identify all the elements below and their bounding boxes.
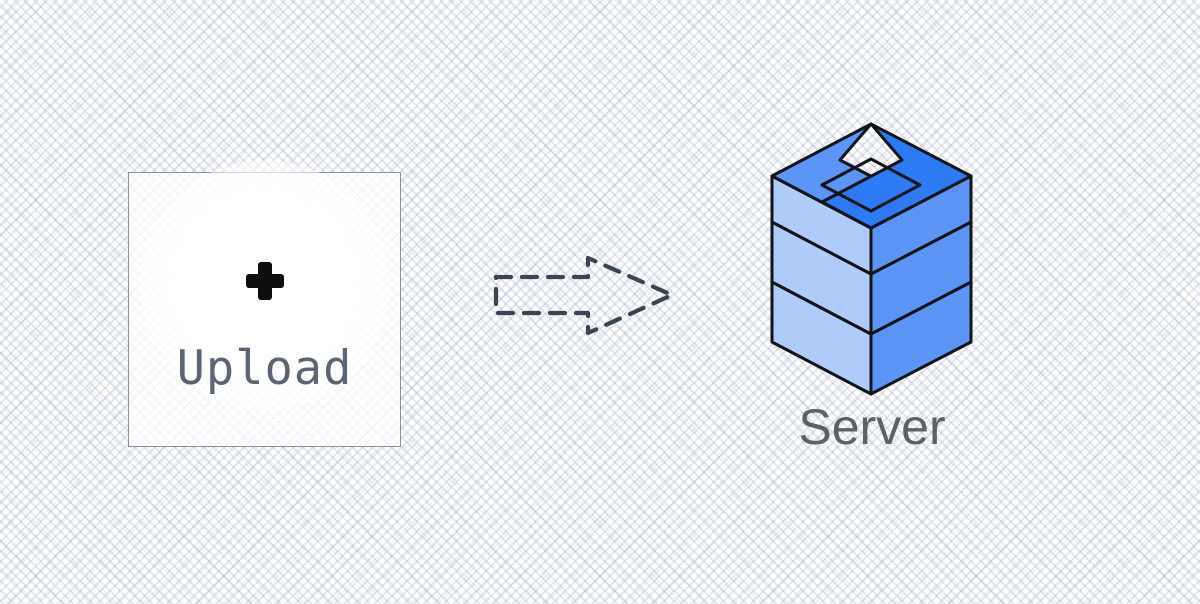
server-label: Server <box>798 399 946 455</box>
dashed-flow-arrow <box>484 248 684 344</box>
server-layer-top-inner-opening <box>820 157 922 213</box>
server-layer-top <box>770 122 973 276</box>
plus-icon[interactable] <box>238 254 292 308</box>
server-layer-bottom <box>770 280 973 396</box>
server-icon <box>756 112 988 404</box>
upload-dropzone[interactable]: Upload <box>128 160 401 447</box>
dashed-flow-arrow-outline <box>493 255 675 336</box>
upload-label: Upload <box>176 341 353 396</box>
plus-icon-vertical-bar <box>257 262 272 300</box>
server-layer-top-rim-right <box>820 122 973 230</box>
dashed-flow-arrow-svg <box>493 255 675 336</box>
server-icon-svg <box>770 122 973 396</box>
